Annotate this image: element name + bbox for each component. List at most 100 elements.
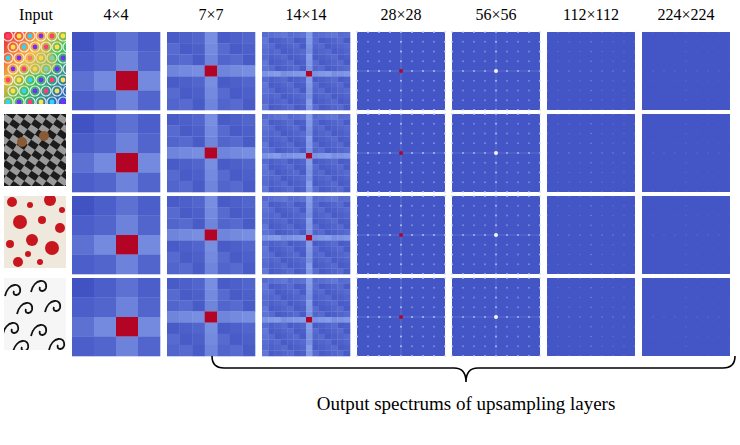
spectrum-peak [422, 31, 424, 33]
spectrum-cell [337, 224, 344, 230]
spectrum-peak [356, 181, 358, 183]
spectrum-peak [378, 273, 380, 275]
spectrum-cell [230, 181, 243, 192]
spectrum-cell [306, 54, 313, 60]
spectrum-peak [539, 205, 541, 207]
spectrum-peak [634, 225, 635, 226]
spectrum-peak [506, 195, 508, 197]
spectrum-peak [718, 51, 719, 52]
spectrum-cell [167, 147, 180, 158]
spectrum-peak [411, 41, 413, 43]
spectrum-cell [337, 186, 344, 192]
swirl [31, 325, 46, 336]
spectrum-peak [411, 142, 413, 144]
spectrum-peak [546, 143, 547, 144]
spectrum-cell [268, 120, 275, 126]
spectrum-peak [652, 264, 653, 265]
spectrum-peak [718, 133, 719, 134]
spectrum-cell [325, 131, 332, 137]
spectrum-cell [331, 114, 338, 120]
ring [14, 97, 24, 104]
spectrum-peak [641, 123, 642, 124]
spectrum-cell [287, 88, 294, 94]
spectrum-peak [685, 244, 686, 245]
spectrum-cell [344, 218, 351, 224]
spectrum-cell [293, 170, 300, 176]
spectrum-peak [473, 171, 475, 173]
spectrum-peak [528, 244, 530, 246]
spectrum-peak [663, 273, 664, 274]
spectrum-cell [344, 54, 351, 60]
spectrum-cell [230, 252, 243, 263]
spectrum-cell [337, 131, 344, 137]
spectrum-peak [590, 90, 591, 91]
spectrum-peak [433, 132, 435, 134]
spectrum-cell [167, 43, 180, 54]
spectrum-peak [634, 41, 635, 42]
spectrum-peak [451, 224, 453, 226]
checker-cell [10, 181, 21, 186]
spectrum-peak [579, 143, 580, 144]
spectrum-peak [707, 100, 708, 101]
spectrum-cell [287, 99, 294, 105]
ring [14, 32, 24, 41]
spectrum-peak [634, 172, 635, 173]
spectrum-cell [242, 207, 255, 218]
spectrum-cell [217, 125, 230, 136]
spectrum-peak [601, 133, 602, 134]
spectrum-peak [674, 162, 675, 163]
spectrum-peak [356, 162, 358, 164]
spectrum-peak [663, 191, 664, 192]
spectrum-cell [262, 88, 269, 94]
spectrum-cell [293, 136, 300, 142]
spectrum-cell [319, 153, 326, 159]
spectrum-cell [262, 257, 269, 263]
spectrum-peak [422, 142, 424, 144]
spectrum-peak [444, 171, 446, 173]
spectrum-cell [344, 99, 351, 105]
spectrum-peak [718, 61, 719, 62]
spectrum-cell [268, 104, 275, 110]
ring [63, 42, 66, 52]
checker-cell [57, 160, 66, 170]
spectrum-cell [331, 43, 338, 49]
spectrum-peak [444, 50, 446, 52]
spectrum-cell [306, 114, 313, 120]
checker-cell [4, 129, 13, 139]
spectrum-cell [331, 186, 338, 192]
spectrum-peak [433, 191, 435, 193]
spectrum-cell [325, 93, 332, 99]
spectrum-peak [539, 162, 541, 164]
spectrum-cell [275, 175, 282, 181]
spectrum-cell [268, 181, 275, 187]
spectrum-ground [642, 32, 730, 110]
spectrum-cell [167, 125, 180, 136]
spectrum-cell [337, 202, 344, 208]
spectrum-peak [641, 195, 642, 196]
spectrum-center [494, 69, 498, 73]
spectrum-peak [367, 205, 369, 207]
spectrum-cell [217, 252, 230, 263]
spectrum-cell [337, 136, 344, 142]
spectrum-cell [306, 202, 313, 208]
spectrum-peak [707, 244, 708, 245]
spectrum-peak [546, 31, 547, 32]
spectrum-peak [444, 80, 446, 82]
spectrum-peak [473, 195, 475, 197]
spectrum-cell [331, 252, 338, 258]
spectrum-cell [230, 229, 243, 240]
spectrum-peak [718, 172, 719, 173]
spectrum-cell [230, 218, 243, 229]
ring [8, 86, 18, 96]
spectrum-cell [312, 213, 319, 219]
spectrum-cell [72, 134, 94, 154]
spectrum-peak [568, 225, 569, 226]
spectrum-cell [300, 229, 307, 235]
spectrum-cell [344, 213, 351, 219]
checker-cell [21, 181, 32, 186]
spectrum-cell [262, 213, 269, 219]
swirl [17, 303, 32, 314]
swirl [45, 301, 60, 312]
spectrum-cell [331, 229, 338, 235]
spectrum-peak [696, 182, 697, 183]
